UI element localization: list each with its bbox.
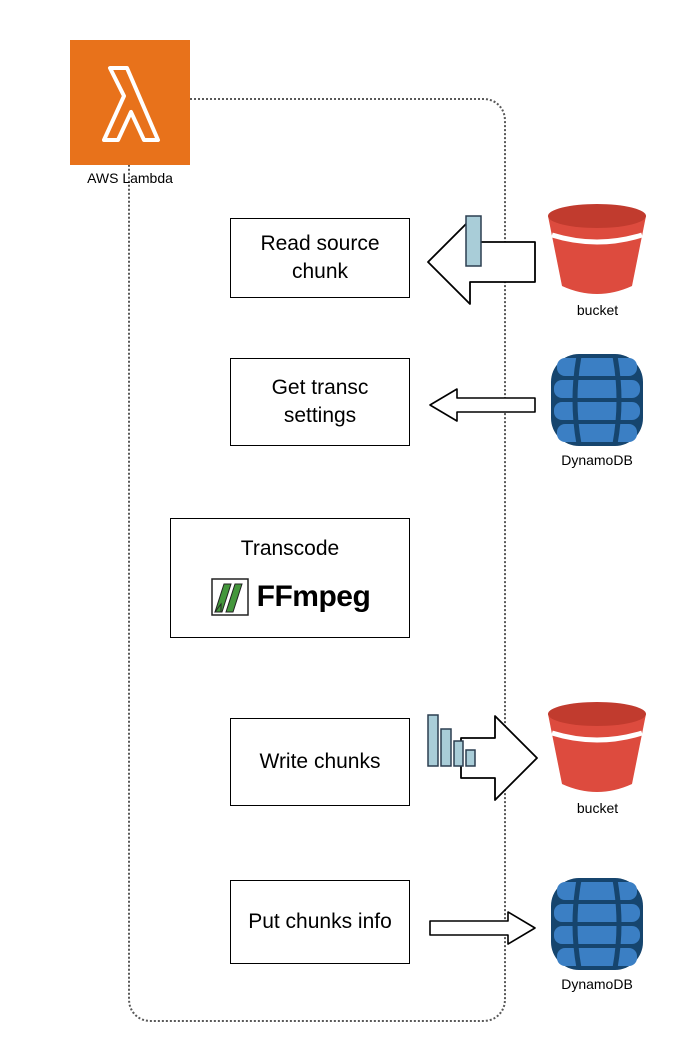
step-write-chunks: Write chunks [230,718,410,806]
arrow-get-from-dynamodb [425,385,537,425]
arrow-read-from-bucket [425,210,540,314]
ffmpeg-logo-icon [210,578,249,616]
aws-lambda-icon [70,40,190,165]
s3-bucket-icon [545,700,650,796]
ffmpeg-logo: FFmpeg [210,577,371,617]
arrow-write-to-bucket [423,705,541,811]
block-arrow-right-icon [460,715,538,801]
chunk-bars-icon [427,714,476,767]
step-put-chunks-info-label: Put chunks info [248,909,392,933]
step-transcode-label: Transcode [240,537,340,560]
step-read-source-chunk-label: Read source chunk [260,231,380,283]
step-read-source-chunk: Read source chunk [230,218,410,298]
chunk-icon [465,215,482,267]
ffmpeg-wordmark: FFmpeg [256,580,371,613]
arrow-put-to-dynamodb [425,908,537,948]
dynamodb-icon [547,876,647,972]
step-transcode: Transcode FFmpeg [170,518,410,638]
s3-bucket-icon [545,202,650,298]
bucket-top-label: bucket [576,302,619,318]
step-get-transc-settings-label: Get transc settings [271,375,369,427]
dynamodb-top-label: DynamoDB [561,452,633,468]
step-get-transc-settings: Get transc settings [230,358,410,446]
bucket-bottom-label: bucket [576,800,619,816]
step-write-chunks-label: Write chunks [259,749,381,773]
dynamodb-icon [547,352,647,448]
block-arrow-left-icon [429,388,536,422]
dynamodb-bottom-label: DynamoDB [561,976,633,992]
block-arrow-right-icon [429,911,536,945]
aws-lambda-label: AWS Lambda [87,170,173,186]
lambda-function-boundary [128,98,506,1022]
step-put-chunks-info: Put chunks info [230,880,410,964]
